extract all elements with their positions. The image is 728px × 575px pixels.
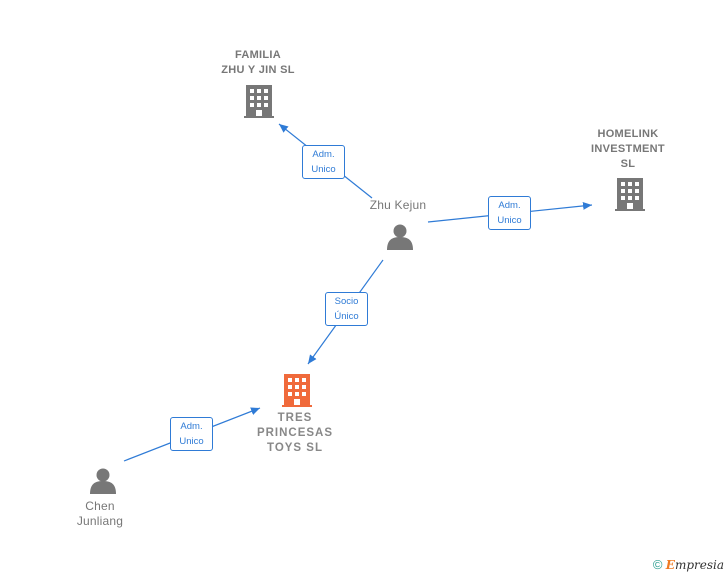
building-icon[interactable] [615, 178, 645, 211]
edge-label-chen-tres: Adm. Unico [170, 417, 213, 451]
building-icon[interactable] [282, 374, 312, 407]
node-label-familia[interactable]: FAMILIA ZHU Y JIN SL [221, 49, 295, 76]
building-icon[interactable] [244, 85, 274, 118]
edge-label-zhu-familia: Adm. Unico [302, 145, 345, 179]
node-label-zhu-kejun[interactable]: Zhu Kejun [369, 198, 427, 212]
edge-label-zhu-homelink: Adm. Unico [488, 196, 531, 230]
node-label-tres-princesas[interactable]: TRES PRINCESAS TOYS SL [256, 412, 334, 454]
person-icon[interactable] [387, 224, 413, 251]
copyright-symbol: © [652, 557, 663, 572]
brand-footer: © Empresia [653, 557, 724, 572]
edge-label-zhu-tres: Socio Único [325, 292, 368, 326]
node-label-chen-junliang[interactable]: Chen Junliang [76, 499, 124, 528]
empresia-logo: Empresia [665, 558, 724, 572]
node-label-homelink[interactable]: HOMELINK INVESTMENT SL [591, 128, 665, 170]
person-icon[interactable] [90, 468, 116, 495]
